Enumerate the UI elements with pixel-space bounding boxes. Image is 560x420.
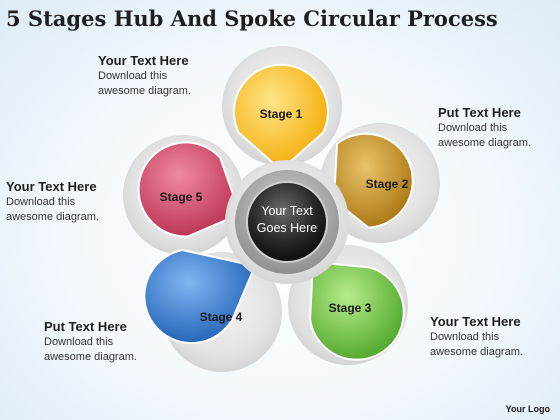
stage-1-drop — [232, 63, 329, 172]
callout-body-line-2: awesome diagram. — [6, 210, 99, 223]
callout-body-line-1: Download this — [6, 196, 76, 208]
stage-5-drop — [137, 141, 242, 238]
callout-body-line-2: awesome diagram. — [430, 345, 523, 358]
stage-4-drop — [143, 248, 257, 345]
callout-heading: Put Text Here — [44, 319, 127, 334]
callout-heading: Put Text Here — [438, 105, 521, 120]
callout-body-line-2: awesome diagram. — [98, 84, 191, 97]
logo-placeholder: Your Logo — [505, 404, 550, 414]
callout-body-line-1: Download this — [98, 70, 168, 82]
stage-3-drop — [309, 260, 405, 361]
stage-3-label: Stage 3 — [328, 301, 372, 315]
callout-top-left: Your Text Here Download this awesome dia… — [98, 52, 191, 98]
callout-body-line-1: Download this — [430, 331, 500, 343]
callout-bottom-left: Put Text Here Download this awesome diag… — [44, 318, 137, 364]
stage-2-label: Stage 2 — [365, 177, 409, 191]
stage-5-label: Stage 5 — [159, 190, 203, 204]
callout-heading: Your Text Here — [98, 53, 189, 68]
callout-body-line-1: Download this — [438, 122, 508, 134]
callout-body-line-2: awesome diagram. — [44, 350, 137, 363]
stage-1-label: Stage 1 — [259, 107, 303, 121]
callout-body-line-1: Download this — [44, 336, 114, 348]
page-title: 5 Stages Hub And Spoke Circular Process — [6, 6, 498, 31]
hub-text-line-2: Goes Here — [256, 221, 318, 235]
hub-core — [246, 181, 328, 263]
callout-top-right: Put Text Here Download this awesome diag… — [438, 104, 531, 150]
stage-4-label: Stage 4 — [199, 310, 243, 324]
callout-heading: Your Text Here — [6, 179, 97, 194]
stage-2-drop — [332, 132, 414, 229]
hub-text: Your Text Goes Here — [245, 203, 329, 237]
hub-text-line-1: Your Text — [261, 204, 313, 218]
callout-heading: Your Text Here — [430, 314, 521, 329]
callout-left: Your Text Here Download this awesome dia… — [6, 178, 99, 224]
callout-bottom-right: Your Text Here Download this awesome dia… — [430, 313, 523, 359]
callout-body-line-2: awesome diagram. — [438, 136, 531, 149]
